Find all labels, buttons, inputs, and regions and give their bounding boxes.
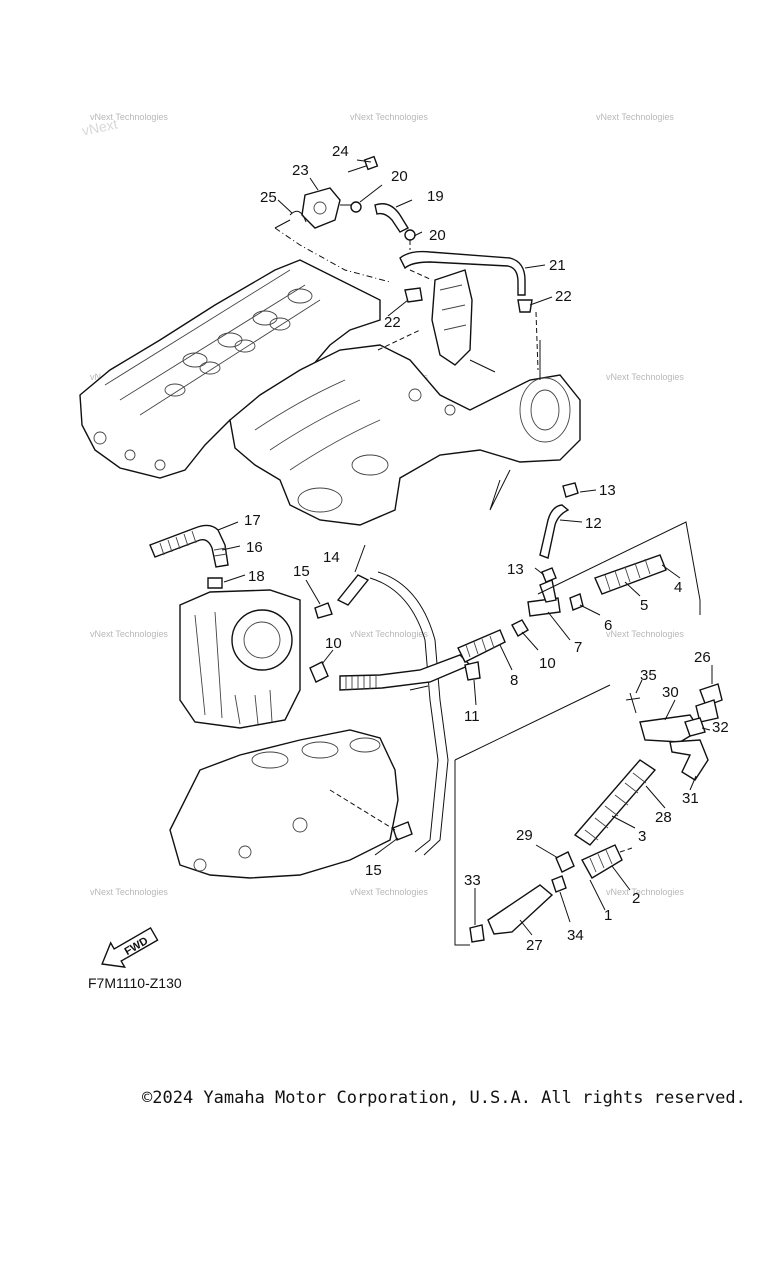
vent-hose-assembly (289, 155, 539, 373)
fwd-arrow-icon: FWD (101, 926, 159, 969)
watermark-text: vNext Technologies (606, 372, 684, 382)
callout-2: 2 (632, 890, 640, 907)
callout-1: 1 (604, 907, 612, 924)
callout-24: 24 (332, 143, 349, 160)
callout-20: 20 (429, 227, 446, 244)
watermark: vNext Technologies (350, 887, 428, 897)
callout-22: 22 (384, 314, 401, 331)
callout-34: 34 (567, 927, 584, 944)
exhaust-manifold-illustration (229, 340, 581, 526)
callout-20: 20 (391, 168, 408, 185)
callout-14: 14 (323, 549, 340, 566)
svg-text:vNext: vNext (80, 116, 118, 139)
watermark-text: vNext Technologies (350, 629, 428, 639)
watermark: vNext Technologies (350, 629, 428, 639)
fwd-label: FWD (123, 935, 151, 958)
watermark-text: vNext Technologies (350, 112, 428, 122)
callout-12: 12 (585, 515, 602, 532)
callout-26: 26 (694, 649, 711, 666)
flush-hose-assembly: 26 35 30 32 31 28 3 29 2 1 (454, 649, 729, 954)
callout-6: 6 (604, 617, 612, 634)
callout-13: 13 (507, 561, 524, 578)
callout-5: 5 (640, 597, 648, 614)
callout-8: 8 (510, 672, 518, 689)
watermark-text: vNext Technologies (350, 887, 428, 897)
callout-15: 15 (365, 862, 382, 879)
callout-33: 33 (464, 872, 481, 889)
watermark: vNext Technologies (350, 112, 428, 122)
cylinder-head-illustration (79, 219, 391, 479)
watermark: vNext Technologies (90, 887, 168, 897)
copyright-notice: ©2024 Yamaha Motor Corporation, U.S.A. A… (142, 1088, 746, 1108)
crankcase-illustration (169, 729, 399, 879)
watermark-text: vNext Technologies (90, 629, 168, 639)
watermark-text: vNext Technologies (606, 887, 684, 897)
watermark: vNext vNext Technologies (80, 112, 168, 139)
callout-30: 30 (662, 684, 679, 701)
callout-15: 15 (293, 563, 310, 580)
callout-17: 17 (244, 512, 261, 529)
callout-29: 29 (516, 827, 533, 844)
watermark-text: vNext Technologies (90, 112, 168, 122)
watermark-text: vNext Technologies (606, 629, 684, 639)
callout-22: 22 (555, 288, 572, 305)
watermark: vNext Technologies (606, 372, 684, 382)
callout-13: 13 (599, 482, 616, 499)
diagram-code: F7M1110-Z130 (88, 975, 182, 991)
watermark-text: vNext Technologies (596, 112, 674, 122)
callout-7: 7 (574, 639, 582, 656)
callout-18: 18 (248, 568, 265, 585)
callout-23: 23 (292, 162, 309, 179)
callout-25: 25 (260, 189, 277, 206)
watermark: vNext Technologies (596, 112, 674, 122)
callout-27: 27 (526, 937, 543, 954)
callouts-upper: 24 23 20 25 19 20 21 22 22 13 12 (260, 143, 616, 532)
watermark: vNext Technologies (606, 629, 684, 639)
callout-16: 16 (246, 539, 263, 556)
watermark: vNext Technologies (90, 629, 168, 639)
callout-11: 11 (464, 708, 480, 725)
callout-10: 10 (325, 635, 342, 652)
callout-21: 21 (549, 257, 566, 274)
callout-10: 10 (539, 655, 556, 672)
callout-3: 3 (638, 828, 646, 845)
callout-28: 28 (655, 809, 672, 826)
callout-31: 31 (682, 790, 699, 807)
watermark: vNext Technologies (606, 887, 684, 897)
cooling-hoses: 17 16 18 14 15 15 10 11 8 (149, 512, 701, 879)
callout-35: 35 (640, 667, 657, 684)
callout-32: 32 (712, 719, 729, 736)
callout-19: 19 (427, 188, 444, 205)
callout-4: 4 (674, 579, 682, 596)
hose-12 (539, 482, 579, 559)
watermark-text: vNext Technologies (90, 887, 168, 897)
